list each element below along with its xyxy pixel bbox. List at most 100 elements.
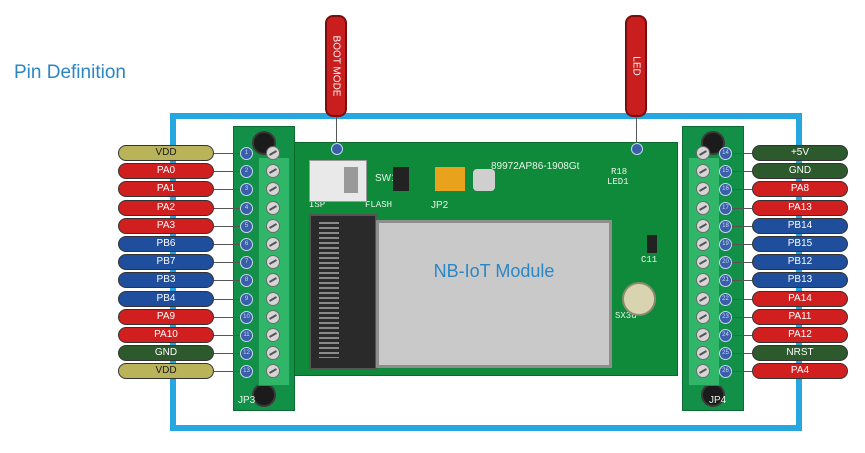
pin-number: 17 xyxy=(719,202,732,215)
pin-label-vdd: VDD xyxy=(118,145,214,161)
pin-number: 15 xyxy=(719,165,732,178)
terminal-screw-icon xyxy=(696,328,710,342)
led-tag: LED xyxy=(625,15,647,117)
pin-number: 5 xyxy=(240,220,253,233)
pin-connector-line xyxy=(728,189,752,190)
mount-hole-icon xyxy=(252,383,276,407)
terminal-screw-icon xyxy=(266,328,280,342)
pin-number: 4 xyxy=(240,202,253,215)
pin-connector-line xyxy=(728,226,752,227)
pin-label-pa13: PA13 xyxy=(752,200,848,216)
terminal-screw-icon xyxy=(696,219,710,233)
pin-label-pa4: PA4 xyxy=(752,363,848,379)
pin-number: 16 xyxy=(719,183,732,196)
reset-button-icon xyxy=(473,169,495,191)
pin-number: 22 xyxy=(719,293,732,306)
capacitor-icon xyxy=(647,235,657,253)
pin-connector-line xyxy=(214,317,241,318)
pin-connector-line xyxy=(728,353,752,354)
pin-label-pa1: PA1 xyxy=(118,181,214,197)
pin-label-pb14: PB14 xyxy=(752,218,848,234)
pin-number: 25 xyxy=(719,347,732,360)
pin-label-pa3: PA3 xyxy=(118,218,214,234)
pin-label-pb7: PB7 xyxy=(118,254,214,270)
pin-number: 9 xyxy=(240,293,253,306)
pin-number: 6 xyxy=(240,238,253,251)
pin-connector-line xyxy=(728,280,752,281)
led-tag-label: LED xyxy=(630,56,642,76)
terminal-screw-icon xyxy=(266,346,280,360)
sw1-label: SW1 xyxy=(375,173,397,184)
pin-connector-line xyxy=(214,153,241,154)
pin-label-nrst: NRST xyxy=(752,345,848,361)
pin-number: 13 xyxy=(240,365,253,378)
serial-label: 89972AP86-1908Gt xyxy=(491,161,580,172)
terminal-screw-icon xyxy=(696,292,710,306)
antenna-connector-icon xyxy=(622,282,656,316)
pin-label-pb15: PB15 xyxy=(752,236,848,252)
pin-label-pb13: PB13 xyxy=(752,272,848,288)
terminal-screw-icon xyxy=(696,164,710,178)
led-marker-icon xyxy=(631,143,643,155)
pin-label-pa0: PA0 xyxy=(118,163,214,179)
r18-label: R18 xyxy=(611,167,628,177)
pin-connector-line xyxy=(214,171,241,172)
terminal-screw-icon xyxy=(696,255,710,269)
pin-number: 8 xyxy=(240,274,253,287)
pin-connector-line xyxy=(214,189,241,190)
terminal-screw-icon xyxy=(266,146,280,160)
pin-connector-line xyxy=(214,335,241,336)
pin-label-pa14: PA14 xyxy=(752,291,848,307)
pin-label-pa2: PA2 xyxy=(118,200,214,216)
terminal-screw-icon xyxy=(696,201,710,215)
led-pointer xyxy=(636,117,637,144)
pin-label-pa12: PA12 xyxy=(752,327,848,343)
pin-connector-line xyxy=(214,208,241,209)
c11-label: C11 xyxy=(641,255,658,265)
pin-number: 2 xyxy=(240,165,253,178)
pin-label-gnd: GND xyxy=(118,345,214,361)
pin-number: 12 xyxy=(240,347,253,360)
pin-connector-line xyxy=(728,171,752,172)
pin-number: 19 xyxy=(719,238,732,251)
jp4-label: JP4 xyxy=(709,395,727,406)
terminal-screw-icon xyxy=(696,182,710,196)
flash-label: FLASH xyxy=(365,200,393,210)
terminal-screw-icon xyxy=(696,310,710,324)
pin-connector-line xyxy=(728,262,752,263)
pin-connector-line xyxy=(728,371,752,372)
module-label: NB-IoT Module xyxy=(433,261,555,281)
pin-number: 7 xyxy=(240,256,253,269)
terminal-screw-icon xyxy=(266,273,280,287)
pin-connector-line xyxy=(214,244,241,245)
sx3d-label: SX3d xyxy=(615,311,637,321)
pin-connector-line xyxy=(728,335,752,336)
terminal-screw-icon xyxy=(266,237,280,251)
led1-label: LED1 xyxy=(607,177,629,187)
pin-number: 14 xyxy=(719,147,732,160)
terminal-screw-icon xyxy=(266,164,280,178)
pin-number: 24 xyxy=(719,329,732,342)
terminal-screw-icon xyxy=(696,364,710,378)
pin-number: 23 xyxy=(719,311,732,324)
jp3-label: JP3 xyxy=(238,395,256,406)
pin-connector-line xyxy=(728,208,752,209)
pin-number: 11 xyxy=(240,329,253,342)
page-title: Pin Definition xyxy=(14,62,126,83)
terminal-screw-icon xyxy=(266,364,280,378)
boot-mode-pointer xyxy=(336,117,337,144)
pin-label-vdd: VDD xyxy=(118,363,214,379)
pin-connector-line xyxy=(214,299,241,300)
terminal-screw-icon xyxy=(266,182,280,196)
pin-label-pa8: PA8 xyxy=(752,181,848,197)
terminal-screw-icon xyxy=(266,219,280,233)
terminal-screw-icon xyxy=(266,310,280,324)
pin-number: 1 xyxy=(240,147,253,160)
boot-mode-switch xyxy=(309,160,367,202)
terminal-screw-icon xyxy=(696,273,710,287)
pin-label-pb6: PB6 xyxy=(118,236,214,252)
switch-knob-icon xyxy=(344,167,358,193)
terminal-screw-icon xyxy=(266,201,280,215)
pin-number: 21 xyxy=(719,274,732,287)
pin-label-5v: +5V xyxy=(752,145,848,161)
